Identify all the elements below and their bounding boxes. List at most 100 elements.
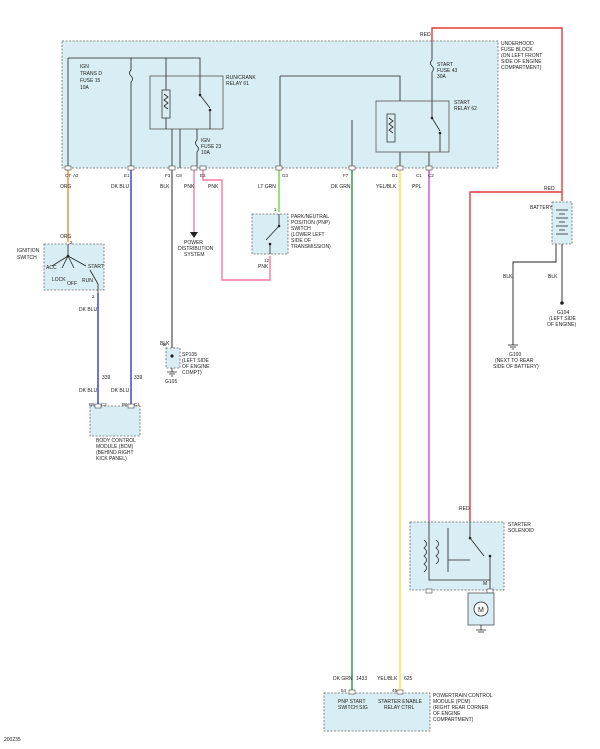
svg-text:LOCK: LOCK [52,277,66,283]
svg-text:SP105: SP105 [182,352,197,358]
start-relay-label-1: START [454,100,470,106]
wire-blk-battery-left [512,244,557,345]
starter-label-2: SOLENOID [508,528,534,534]
svg-text:LT GRN: LT GRN [258,184,276,190]
pnp-label-6: TRANSMISSION) [291,244,331,250]
svg-text:339: 339 [134,375,143,381]
ign-pos-start: START [88,264,104,270]
svg-text:(NEXT TO REAR: (NEXT TO REAR [495,358,534,364]
power-distribution-2: DISTRIBUTION [178,246,214,252]
wire-label-1433: 1433 [356,676,367,682]
svg-text:DK BLU: DK BLU [79,388,97,394]
svg-text:IGNITION: IGNITION [17,248,40,254]
pnp-label-5: SIDE OF [291,238,311,244]
svg-text:BLK: BLK [160,184,170,190]
svg-text:PNP START: PNP START [338,699,366,705]
bcm-label-4: KICK PANEL) [96,456,127,462]
svg-text:FUSE 23: FUSE 23 [201,144,222,150]
svg-text:54: 54 [341,688,347,693]
svg-text:F7: F7 [343,173,349,178]
bcm-pin-b6: B6 [122,402,128,407]
svg-text:(LOWER LEFT: (LOWER LEFT [291,232,325,238]
wire-red-top [431,27,563,201]
wire-label-red-top: RED [420,32,431,38]
pin-c7: C7 [65,173,71,178]
svg-text:(RIGHT REAR CORNER: (RIGHT REAR CORNER [433,705,489,711]
svg-text:OF ENGINE): OF ENGINE) [547,322,577,328]
wire-label-yelblk-pcm: YEL/BLK [377,676,398,682]
svg-text:PPL: PPL [412,184,422,190]
svg-text:DK BLU: DK BLU [79,307,97,313]
svg-text:200235: 200235 [4,737,21,743]
svg-text:PARK/NEUTRAL: PARK/NEUTRAL [291,214,329,220]
start-fuse-2: FUSE 43 [437,68,458,74]
ign-pos-lock: LOCK [52,277,66,283]
svg-text:SOLENOID: SOLENOID [508,528,534,534]
pnp-label-2: POSITION (PNP) [291,220,330,226]
pcm-label-3: (RIGHT REAR CORNER [433,705,489,711]
svg-text:DK BLU: DK BLU [111,184,129,190]
svg-text:C7: C7 [65,173,71,178]
pcm-relay-ctrl-2: RELAY CTRL [384,705,415,711]
svg-text:COMPT): COMPT) [182,370,202,376]
pin-c2: C2 [428,173,434,178]
start-fuse-1: START [437,62,453,68]
svg-text:SWITCH SIG: SWITCH SIG [338,705,368,711]
fuse-block-title-5: COMPARTMENT) [501,65,542,71]
pcm-relay-ctrl-1: STARTER ENABLE [378,699,423,705]
splice-label-1: SP105 [182,352,197,358]
ignition-switch-label-2: SWITCH [17,255,37,261]
ign-fuse-23-1: IGN [201,138,210,144]
svg-text:45: 45 [392,688,398,693]
diagram-id: 200235 [4,737,21,743]
wire-label-ppl: PPL [412,184,422,190]
ground-g100: G100 [509,352,521,358]
splice-label-3: OF ENGINE [182,364,210,370]
svg-text:START: START [88,264,104,270]
pin-e1: E1 [124,173,130,178]
splice-pin: B [163,342,166,347]
svg-text:D1: D1 [392,173,398,178]
svg-text:SIDE OF ENGINE: SIDE OF ENGINE [501,59,542,65]
wire-label-red-starter: RED [459,506,470,512]
wire-label-org-2: ORG [60,234,72,240]
svg-text:C2: C2 [428,173,434,178]
svg-text:B6: B6 [122,402,128,407]
pnp-pin-bottom: 12 [264,258,270,263]
bcm-pin-b8: B8 [89,402,95,407]
svg-text:RUN: RUN [82,278,93,284]
svg-text:(LEFT SIDE: (LEFT SIDE [549,316,577,322]
wire-label-ltgrn: LT GRN [258,184,276,190]
pin-g3: G3 [282,173,289,178]
svg-text:10A: 10A [80,85,90,91]
svg-text:BLK: BLK [503,274,513,280]
ignition-switch: IGNITION SWITCH ACC LOCK OFF START RUN 2… [17,240,105,299]
pcm-label-1: POWERTRAIN CONTROL [433,693,493,699]
svg-text:KICK PANEL): KICK PANEL) [96,456,127,462]
powertrain-control-module: 54 45 PNP START SWITCH SIG STARTER ENABL… [323,688,493,732]
svg-text:PNK: PNK [258,264,269,270]
svg-text:FUSE 15: FUSE 15 [80,78,101,84]
svg-text:POSITION (PNP): POSITION (PNP) [291,220,330,226]
wire-label-339-a: 339 [102,375,111,381]
svg-text:OF ENGINE: OF ENGINE [182,364,210,370]
pcm-label-2: MODULE (PCM) [433,699,471,705]
wire-label-dkblu-3: DK BLU [79,388,97,394]
wire-label-dkgrn-pcm: DK GRN [333,676,353,682]
svg-text:RED: RED [544,186,555,192]
svg-text:10A: 10A [201,150,211,156]
pcm-label-5: COMPARTMENT) [433,717,474,723]
svg-text:DISTRIBUTION: DISTRIBUTION [178,246,214,252]
wire-label-dkblu-2: DK BLU [79,307,97,313]
splice-label-2: (LEFT SIDE [182,358,210,364]
wire-label-pnk-2: PNK [208,184,219,190]
wire-labels: RED RED ORG ORG DK BLU BLK PNK PNK LT GR… [60,32,558,682]
wire-label-pnk-1: PNK [184,184,195,190]
pcm-pin-54: 54 [341,688,347,693]
wire-label-red-battery: RED [544,186,555,192]
svg-text:POWER: POWER [184,240,203,246]
wire-pnk [202,170,271,281]
svg-text:B: B [163,342,166,347]
svg-text:ORG: ORG [60,234,72,240]
